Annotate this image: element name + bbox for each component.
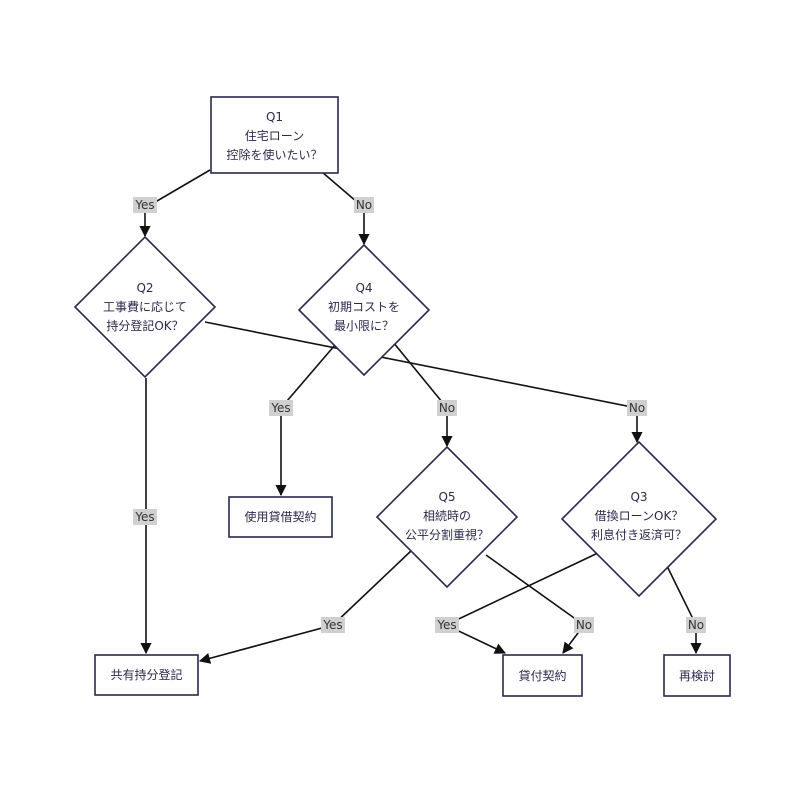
node-q1: Q1 住宅ローン 控除を使いたい？ — [210, 96, 339, 174]
edge-label-q3-kashitsuke-text: Yes — [436, 618, 456, 632]
node-q1-line-2: 住宅ローン — [245, 128, 304, 143]
node-q1-line-1: Q1 — [266, 110, 283, 124]
edge-q5-kyouyu — [198, 549, 413, 664]
node-saikentou-label: 再検討 — [679, 668, 715, 683]
edge-label-q5-kyouyu-text: Yes — [322, 618, 342, 632]
node-q3-diamond — [560, 440, 718, 598]
node-saikentou-box — [663, 654, 731, 697]
node-q3: Q3 借換ローンOK？ 利息付き返済可？ — [560, 440, 718, 598]
edge-label-q1-q2: Yes — [133, 197, 157, 213]
edge-label-q1-q4-text: No — [356, 198, 372, 212]
node-kashitsuke-box — [502, 654, 583, 697]
edge-label-q2-q3-text: No — [629, 401, 645, 415]
edge-labels: Yes No Yes No No Yes Yes Yes — [133, 197, 706, 633]
edge-label-q4-q5-text: No — [439, 401, 455, 415]
edge-label-q5-kashitsuke-text: No — [576, 618, 592, 632]
edge-label-q4-q5: No — [437, 400, 457, 416]
edge-q5-kashitsuke — [485, 554, 586, 654]
edges — [139, 169, 702, 664]
edge-label-q3-saikentou-text: No — [688, 618, 704, 632]
edge-label-q3-kashitsuke: Yes — [435, 617, 459, 633]
node-q4-diamond — [297, 243, 431, 377]
edge-q4-q5 — [392, 341, 453, 448]
node-shiyou: 使用貸借契約 — [228, 496, 333, 538]
edge-label-q5-kyouyu: Yes — [321, 617, 345, 633]
node-q2-line-2: 工事費に応じて — [103, 299, 187, 314]
node-q4-line-1: Q4 — [355, 281, 372, 295]
node-q2-diamond — [73, 235, 217, 379]
node-shiyou-box — [228, 496, 333, 538]
node-kashitsuke: 貸付契約 — [502, 654, 583, 697]
edge-label-q4-shiyou-text: Yes — [270, 401, 290, 415]
node-q3-line-3: 利息付き返済可？ — [591, 527, 687, 542]
node-kashitsuke-label: 貸付契約 — [518, 668, 566, 683]
node-q5-line-3: 公平分割重視？ — [405, 527, 489, 542]
node-q2-line-1: Q2 — [136, 281, 153, 295]
node-q1-box — [210, 96, 339, 174]
node-q2-line-3: 持分登記OK？ — [106, 318, 183, 333]
node-q5: Q5 相続時の 公平分割重視？ — [375, 445, 519, 589]
edge-label-q3-saikentou: No — [686, 617, 706, 633]
edge-label-q1-q2-text: Yes — [134, 198, 154, 212]
node-q4-line-3: 最小限に？ — [334, 319, 394, 333]
edge-q2-q3 — [204, 321, 643, 444]
edge-q3-kashitsuke — [444, 551, 601, 654]
edge-label-q2-q3: No — [627, 400, 647, 416]
edge-label-q4-shiyou: Yes — [269, 400, 293, 416]
node-kyouyu: 共有持分登記 — [94, 654, 199, 696]
edge-label-q2-kyouyu: Yes — [133, 509, 157, 525]
node-q4: Q4 初期コストを 最小限に？ — [297, 243, 431, 377]
node-saikentou: 再検討 — [663, 654, 731, 697]
node-kyouyu-box — [94, 654, 199, 696]
node-kyouyu-label: 共有持分登記 — [110, 667, 182, 682]
node-q1-line-3: 控除を使いたい？ — [226, 147, 322, 162]
node-q5-line-2: 相続時の — [423, 509, 471, 523]
edge-label-q1-q4: No — [354, 197, 374, 213]
node-q5-diamond — [375, 445, 519, 589]
edge-q4-shiyou — [275, 344, 336, 497]
edge-label-q5-kashitsuke: No — [574, 617, 594, 633]
node-q2: Q2 工事費に応じて 持分登記OK？ — [73, 235, 217, 379]
node-q3-line-1: Q3 — [630, 490, 647, 504]
node-q4-line-2: 初期コストを — [328, 300, 400, 314]
node-q5-line-1: Q5 — [438, 490, 455, 504]
edge-label-q2-kyouyu-text: Yes — [134, 510, 154, 524]
node-shiyou-label: 使用貸借契約 — [244, 509, 316, 524]
node-q3-line-2: 借換ローンOK？ — [595, 509, 684, 523]
edge-q3-saikentou — [666, 565, 702, 655]
